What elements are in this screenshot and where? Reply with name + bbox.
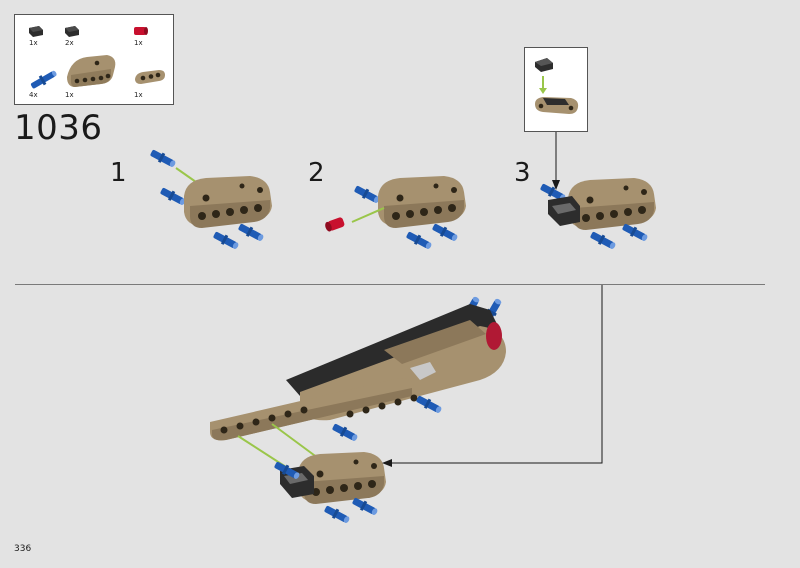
step-number: 1036 — [14, 108, 103, 148]
callout-illustration — [535, 58, 579, 114]
sub-assembly-callout — [524, 47, 588, 132]
tan-short-beam-icon — [535, 97, 579, 114]
tan-short-beam-icon — [135, 70, 165, 84]
tan-beam-icon — [67, 55, 116, 87]
sub-step-2-illustration — [325, 176, 466, 252]
part-qty: 2x — [65, 39, 74, 47]
red-pin-icon — [134, 27, 148, 35]
part-qty: 1x — [134, 91, 143, 99]
blue-axle-pin-icon — [30, 70, 57, 89]
section-divider — [15, 284, 765, 285]
main-assembly-illustration — [210, 294, 506, 526]
part-qty: 1x — [65, 91, 74, 99]
page-number: 336 — [14, 544, 32, 554]
dark-tile-icon — [535, 58, 553, 72]
dark-tile-icon — [29, 26, 43, 37]
part-qty: 1x — [29, 39, 38, 47]
parts-list-illustrations — [29, 26, 165, 89]
dark-tile-icon — [65, 26, 79, 37]
sub-step-number: 1 — [110, 158, 127, 188]
sub-step-number: 3 — [514, 158, 531, 188]
sub-step-1-illustration — [149, 147, 272, 252]
part-qty: 4x — [29, 91, 38, 99]
parts-list-box: 1x 2x 1x 4x 1x 1x — [14, 14, 174, 105]
sub-step-number: 2 — [308, 158, 325, 188]
placement-arrow — [382, 285, 603, 467]
sub-step-3-illustration — [539, 132, 656, 252]
red-pin-icon — [325, 217, 345, 232]
part-qty: 1x — [134, 39, 143, 47]
